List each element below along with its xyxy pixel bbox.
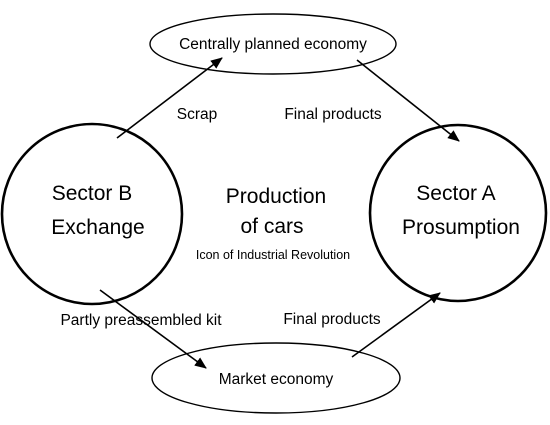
edge-label-scrap: Scrap [177,106,218,123]
arrow-preassembled-kit [99,289,207,369]
node-sector-a: Sector A Prosumption [368,123,548,303]
center-subtitle: Icon of Industrial Revolution [196,248,350,262]
market-economy-ellipse [151,342,401,414]
sector-a-title: Sector A [416,182,495,205]
center-title-line1: Production [226,185,326,208]
center-label: Production of cars Icon of Industrial Re… [196,185,350,262]
node-centrally-planned-economy: Centrally planned economy [149,13,397,75]
arrow-final-products-bottom [351,292,441,358]
market-economy-label: Market economy [219,371,334,388]
sector-b-circle [0,122,184,306]
edge-label-final-products-bottom: Final products [283,311,381,328]
planned-economy-ellipse [149,13,397,75]
arrow-scrap [116,57,223,139]
arrow-final-products-top [356,59,460,142]
sector-a-subtitle: Prosumption [402,216,520,239]
planned-economy-label: Centrally planned economy [179,36,367,53]
center-title-line2: of cars [240,215,303,238]
sector-a-circle [368,123,548,303]
sector-b-subtitle: Exchange [51,216,144,239]
node-market-economy: Market economy [151,342,401,414]
edge-label-final-products-top: Final products [284,106,382,123]
edge-label-preassembled-kit: Partly preassembled kit [60,312,222,329]
node-sector-b: Sector B Exchange [0,122,184,306]
sector-b-title: Sector B [52,182,133,205]
